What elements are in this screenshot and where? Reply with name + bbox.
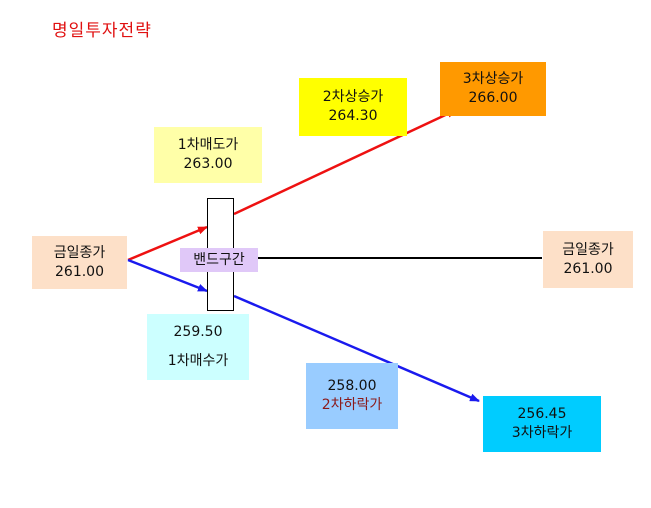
up-3-label: 3차상승가 xyxy=(462,71,524,87)
down-3-box: 256.45 3차하락가 xyxy=(483,396,601,452)
today-close-left-value: 261.00 xyxy=(55,263,104,280)
down-line-long xyxy=(233,294,480,403)
down-3-label: 3차하락가 xyxy=(511,425,573,441)
sell-1-value: 263.00 xyxy=(183,156,233,172)
today-close-left-box: 금일종가 261.00 xyxy=(32,236,127,289)
band-label-box: 밴드구간 xyxy=(180,248,258,272)
today-close-right-label: 금일종가 xyxy=(562,241,614,258)
up-line-long xyxy=(233,108,457,216)
sell-1-label: 1차매도가 xyxy=(177,137,239,153)
today-close-right-box: 금일종가 261.00 xyxy=(543,231,633,288)
down-line-short xyxy=(127,258,208,293)
up-3-value: 266.00 xyxy=(468,90,518,106)
up-2-box: 2차상승가 264.30 xyxy=(299,78,407,136)
up-line-short xyxy=(127,225,208,262)
page-title: 명일투자전략 xyxy=(52,21,152,41)
up-2-label: 2차상승가 xyxy=(322,89,384,105)
up-2-value: 264.30 xyxy=(328,108,378,124)
today-close-right-value: 261.00 xyxy=(563,260,613,277)
today-close-left-label: 금일종가 xyxy=(53,244,106,261)
buy-1-value: 259.50 xyxy=(173,324,223,340)
down-2-box: 258.00 2차하락가 xyxy=(306,363,398,429)
buy-1-box: 259.50 1차매수가 xyxy=(147,314,249,380)
up-3-box: 3차상승가 266.00 xyxy=(440,62,546,116)
buy-1-label: 1차매수가 xyxy=(167,353,229,369)
band-label: 밴드구간 xyxy=(193,251,245,268)
down-3-value: 256.45 xyxy=(517,406,567,422)
down-2-value: 258.00 xyxy=(327,378,377,394)
down-2-label: 2차하락가 xyxy=(321,397,383,413)
sell-1-box: 1차매도가 263.00 xyxy=(154,127,262,183)
